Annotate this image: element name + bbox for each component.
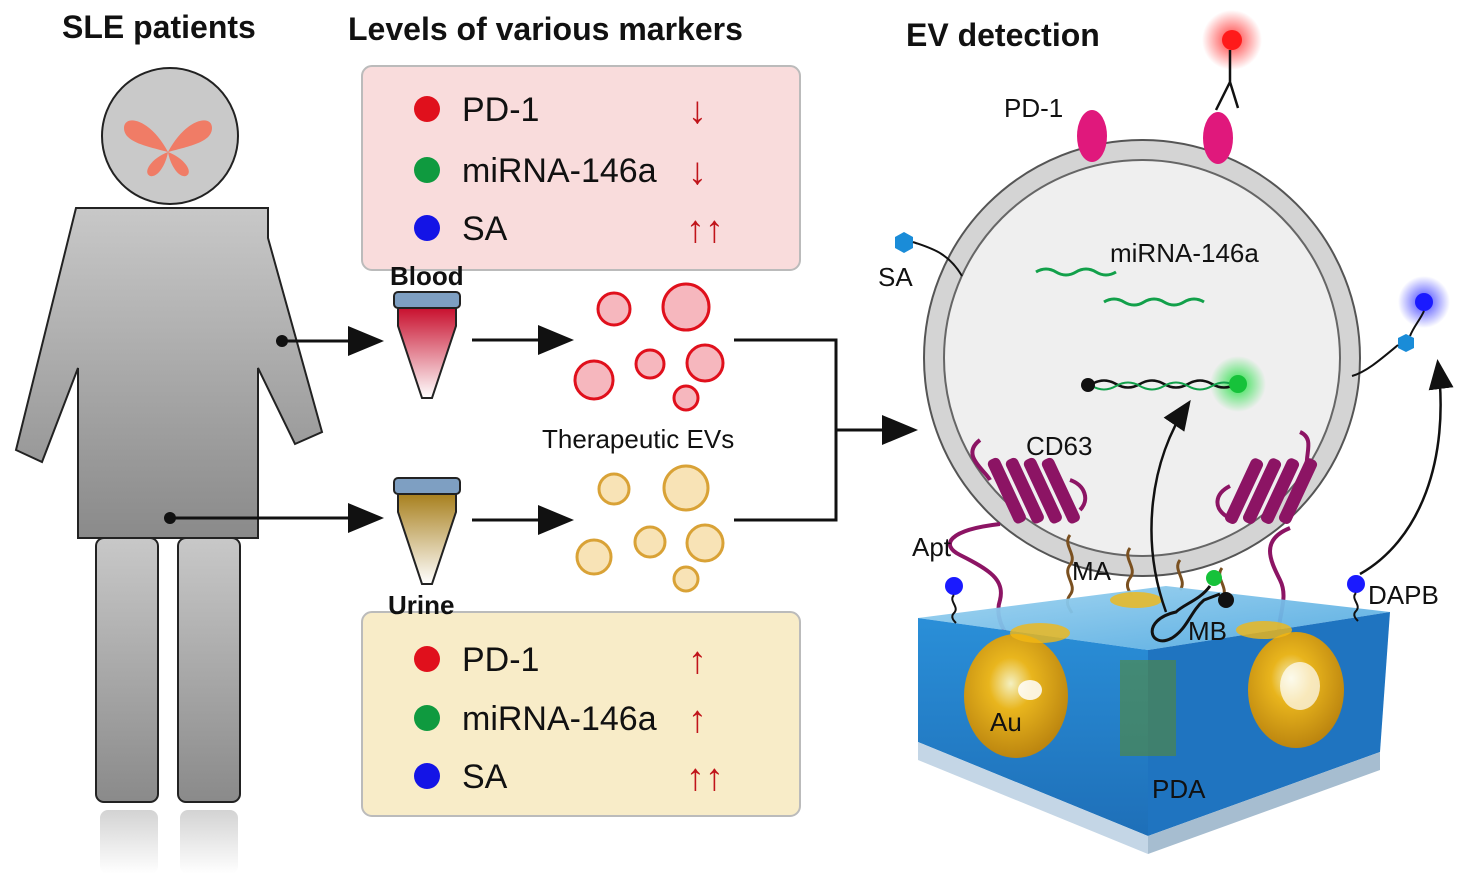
- sample-arrows: [164, 325, 918, 535]
- blood-marker-panel: PD-1 ↓ miRNA-146a ↓ SA ↑↑: [361, 65, 801, 271]
- blood-marker-name: miRNA-146a: [462, 152, 657, 190]
- ma-label: MA: [1072, 556, 1112, 586]
- pd1-label: PD-1: [1004, 93, 1063, 123]
- blood-marker-trend: ↑↑: [686, 209, 724, 251]
- dapb-sa-complex-icon: [1351, 276, 1450, 377]
- sa-dot: [414, 215, 440, 241]
- blood-tube-icon: [393, 291, 461, 399]
- title-ev-detection: EV detection: [906, 17, 1100, 53]
- pd1-protein-icon: [1077, 110, 1233, 164]
- molecular-beacon-hybrid-icon: [1081, 356, 1266, 412]
- pd1-dot: [414, 96, 440, 122]
- urine-marker-name: SA: [462, 758, 508, 796]
- butterfly-rash-icon: [124, 120, 212, 177]
- mirna-dot: [414, 705, 440, 731]
- urine-ev-cluster: [575, 464, 725, 593]
- urine-tube-icon: [393, 477, 461, 585]
- apt-label: Apt: [912, 532, 952, 562]
- au-label: Au: [990, 707, 1022, 737]
- urine-marker-trend: ↑↑: [686, 757, 724, 799]
- title-marker-levels: Levels of various markers: [348, 11, 743, 47]
- cd63-protein-icon: [1215, 430, 1318, 524]
- molecular-beacon-icon: [1150, 570, 1234, 643]
- urine-label: Urine: [388, 590, 454, 620]
- antibody-probe-icon: [1202, 10, 1262, 111]
- mb-label: MB: [1188, 616, 1227, 646]
- sa-label: SA: [878, 262, 913, 292]
- blood-ev-cluster: [573, 282, 725, 412]
- blood-marker-name: SA: [462, 210, 508, 248]
- sa-dot: [414, 763, 440, 789]
- cd63-label: CD63: [1026, 431, 1092, 461]
- patient-figure: [14, 67, 324, 874]
- blood-marker-name: PD-1: [462, 91, 539, 129]
- urine-marker-panel: PD-1 ↑ miRNA-146a ↑ SA ↑↑: [361, 611, 801, 817]
- urine-marker-trend: ↑: [688, 699, 707, 741]
- therapeutic-evs-label: Therapeutic EVs: [542, 424, 734, 454]
- cd63-protein-icon: [970, 438, 1088, 524]
- blood-label: Blood: [390, 261, 464, 291]
- blood-marker-trend: ↓: [688, 90, 707, 132]
- dapb-probe-icon: [945, 575, 1365, 624]
- mirna-strand-icon: [1035, 267, 1205, 307]
- title-sle-patients: SLE patients: [62, 9, 256, 45]
- pda-label: PDA: [1152, 774, 1206, 804]
- mirna-dot: [414, 157, 440, 183]
- mirna-label: miRNA-146a: [1110, 238, 1259, 268]
- detection-arrows: [1150, 359, 1454, 613]
- urine-marker-name: miRNA-146a: [462, 700, 657, 738]
- urine-marker-trend: ↑: [688, 640, 707, 682]
- sa-glycan-icon: [895, 232, 963, 277]
- urine-marker-name: PD-1: [462, 641, 539, 679]
- dapb-label: DAPB: [1368, 580, 1439, 610]
- pd1-dot: [414, 646, 440, 672]
- au-nanocup-icon: [964, 592, 1344, 758]
- blood-marker-trend: ↓: [688, 151, 707, 193]
